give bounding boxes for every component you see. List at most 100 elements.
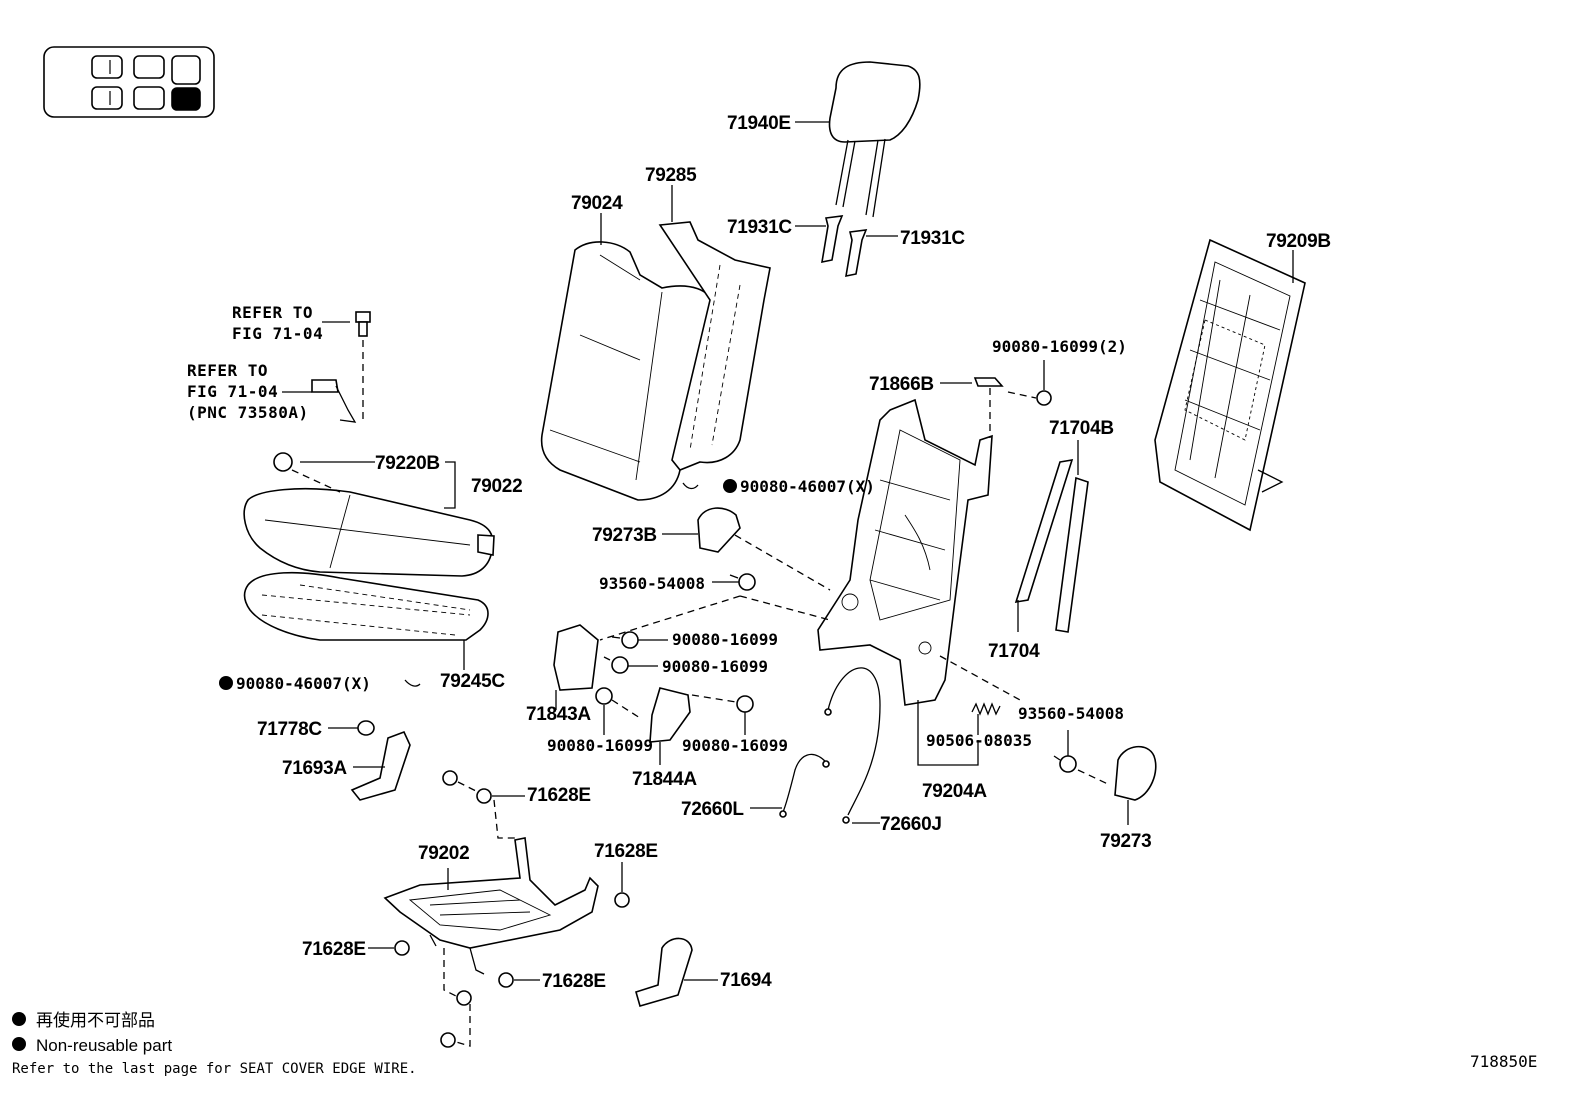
clip-lower [404, 679, 421, 687]
label-72660J: 72660J [880, 814, 942, 835]
bracket-71866B [973, 377, 1004, 438]
cable-72660J [824, 667, 881, 824]
legend-english: Non-reusable part [36, 1036, 172, 1055]
refer-2-line2: FIG 71-04 [187, 382, 278, 401]
label-71704: 71704 [988, 641, 1040, 662]
label-79220B: 79220B [375, 453, 440, 474]
label-71940E: 71940E [727, 113, 791, 134]
label-71628E-d: 71628E [542, 971, 606, 992]
locator-cell [91, 55, 123, 79]
label-90080-16099-d: 90080-16099 [682, 736, 788, 755]
bolt-lower-b [440, 1004, 471, 1048]
locator-cell [133, 55, 165, 79]
bolt-90080-16099-a [611, 631, 639, 649]
cable-72660L [779, 753, 830, 818]
bolt-lower-a [443, 948, 472, 1006]
label-71704B: 71704B [1049, 418, 1114, 439]
locator-cells [91, 55, 201, 111]
spring-90506-08035 [971, 702, 1001, 716]
nut-71628E-d [498, 972, 514, 988]
label-79202: 79202 [418, 843, 469, 864]
label-90080-16099-a: 90080-16099 [672, 630, 778, 649]
label-71931C-left: 71931C [727, 217, 792, 238]
clip-79220B [273, 452, 341, 493]
seat-cushion-cover [243, 487, 495, 577]
bracket-71693A [350, 730, 411, 801]
part-labels: 71940E 79285 79024 71931C 71931C 79209B … [187, 113, 1331, 992]
trim-71704 [1014, 458, 1089, 633]
label-90080-46007-lower: 90080-46007(X) [236, 674, 371, 693]
refer-2-line1: REFER TO [187, 361, 268, 380]
refer-1-line2: FIG 71-04 [232, 324, 323, 343]
bolt-93560-54008-lower [939, 655, 1111, 786]
label-71628E-a: 71628E [527, 785, 591, 806]
seat-cushion-pad [243, 571, 489, 641]
clip-upper [682, 482, 699, 490]
bracket-71844A [649, 687, 691, 743]
headrest-guide-left [821, 215, 844, 264]
label-71843A: 71843A [526, 704, 591, 725]
label-71694: 71694 [720, 970, 772, 991]
locator-cell [133, 86, 165, 110]
bolt-90080-16099-c [595, 687, 641, 719]
nut-71628E-c [394, 940, 410, 956]
label-79022: 79022 [471, 476, 522, 497]
non-reusable-bullet [219, 676, 233, 690]
label-90080-46007-upper: 90080-46007(X) [740, 477, 875, 496]
label-71628E-c: 71628E [302, 939, 366, 960]
seatback-cover [540, 241, 713, 501]
locator-cell [171, 55, 201, 85]
label-93560-54008-lower: 93560-54008 [1018, 704, 1124, 723]
label-90080-16099-2: 90080-16099(2) [992, 337, 1127, 356]
legend-bullet-en [12, 1037, 26, 1051]
label-71866B: 71866B [869, 374, 934, 395]
label-90080-16099-b: 90080-16099 [662, 657, 768, 676]
nut-71628E-a [476, 788, 515, 839]
label-79204A: 79204A [922, 781, 987, 802]
locator-cell [171, 87, 201, 111]
label-71778C: 71778C [257, 719, 322, 740]
hinge-cover-79273 [1114, 745, 1157, 801]
bolt-90080-16099-2 [1007, 390, 1052, 406]
label-79024: 79024 [571, 193, 623, 214]
trim-71694 [635, 937, 693, 1007]
seatback-pad [658, 221, 771, 471]
locator-cell [91, 86, 123, 110]
label-71931C-right: 71931C [900, 228, 965, 249]
seat-locator [43, 46, 215, 118]
label-79273: 79273 [1100, 831, 1151, 852]
legend-note: Refer to the last page for SEAT COVER ED… [12, 1061, 417, 1077]
bolt-90080-16099-d [691, 694, 754, 713]
label-90080-16099-c: 90080-16099 [547, 736, 653, 755]
refer-1-line1: REFER TO [232, 303, 313, 322]
label-90506-08035: 90506-08035 [926, 731, 1032, 750]
cap-71778C [357, 720, 375, 736]
seatback-frame [817, 398, 993, 706]
hinge-cover-79273B [697, 507, 831, 591]
label-71628E-b: 71628E [594, 841, 658, 862]
headrest-guide-right [845, 229, 868, 278]
legend: 再使用不可部品 Non-reusable part Refer to the l… [12, 1010, 417, 1077]
label-79245C: 79245C [440, 671, 505, 692]
refer-belt-anchor [311, 379, 357, 423]
label-79209B: 79209B [1266, 231, 1331, 252]
label-79285: 79285 [645, 165, 697, 186]
seatback-board [1154, 238, 1306, 532]
refer-2-line3: (PNC 73580A) [187, 403, 309, 422]
label-72660L: 72660L [681, 799, 744, 820]
label-93560-54008-upper: 93560-54008 [599, 574, 705, 593]
nut-71628E-b [614, 892, 630, 908]
refer-bolt [355, 311, 371, 420]
bolt-90080-16099-b [603, 656, 629, 674]
non-reusable-bullet [723, 479, 737, 493]
label-71693A: 71693A [282, 758, 347, 779]
figure-id: 718850E [1470, 1052, 1537, 1071]
bracket-71843A [553, 624, 599, 691]
label-71844A: 71844A [632, 769, 697, 790]
legend-bullet-jp [12, 1012, 26, 1026]
legend-japanese: 再使用不可部品 [36, 1010, 155, 1030]
headrest [828, 61, 921, 218]
cushion-frame [383, 837, 599, 975]
